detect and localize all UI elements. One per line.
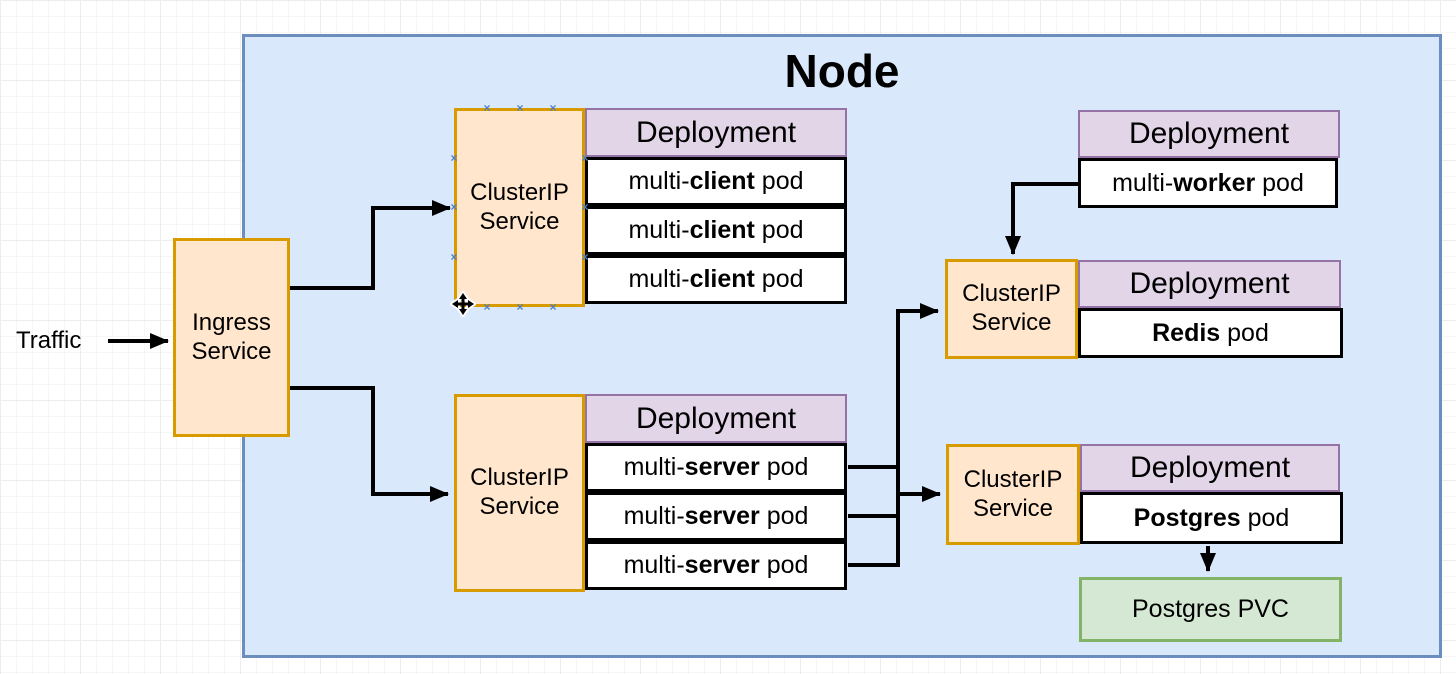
connection-point-icon[interactable]: [448, 152, 460, 164]
deployment-header-worker[interactable]: Deployment: [1078, 110, 1340, 158]
pod-row-client-3[interactable]: multi-client pod: [585, 255, 847, 304]
connection-point-icon[interactable]: [579, 152, 591, 164]
connection-point-icon[interactable]: [579, 201, 591, 213]
traffic-label: Traffic: [16, 327, 82, 354]
pod-row-client-1[interactable]: multi-client pod: [585, 157, 847, 206]
pod-row-server-3[interactable]: multi-server pod: [585, 541, 847, 590]
connection-point-icon[interactable]: [547, 301, 559, 313]
deployment-header-client[interactable]: Deployment: [585, 108, 847, 157]
pod-row-worker[interactable]: multi-worker pod: [1078, 158, 1338, 208]
connection-point-icon[interactable]: [448, 201, 460, 213]
connection-point-icon[interactable]: [579, 251, 591, 263]
connection-point-icon[interactable]: [514, 102, 526, 114]
connection-point-icon[interactable]: [448, 251, 460, 263]
connection-point-icon[interactable]: [514, 301, 526, 313]
deployment-header-postgres[interactable]: Deployment: [1080, 444, 1340, 492]
pod-row-redis[interactable]: Redis pod: [1078, 308, 1343, 358]
pod-row-client-2[interactable]: multi-client pod: [585, 206, 847, 255]
pod-row-postgres[interactable]: Postgres pod: [1080, 492, 1343, 544]
connection-point-icon[interactable]: [547, 102, 559, 114]
pod-row-server-2[interactable]: multi-server pod: [585, 492, 847, 541]
postgres-pvc-box[interactable]: Postgres PVC: [1079, 577, 1342, 642]
postgres-pvc-label: Postgres PVC: [1131, 595, 1289, 623]
node-title: Node: [784, 45, 900, 97]
deployment-header-redis[interactable]: Deployment: [1078, 260, 1341, 308]
move-cursor-icon: [450, 291, 476, 317]
connection-point-icon[interactable]: [481, 102, 493, 114]
deployment-header-server[interactable]: Deployment: [585, 394, 847, 443]
pod-row-server-1[interactable]: multi-server pod: [585, 443, 847, 492]
connection-point-icon[interactable]: [481, 301, 493, 313]
